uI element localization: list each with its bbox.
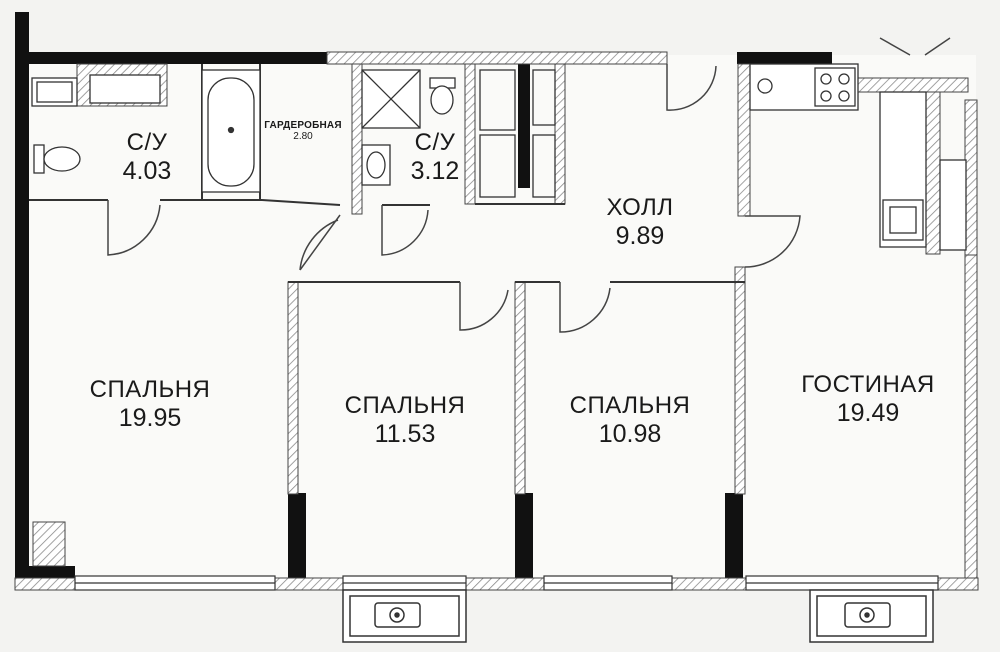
sink-icon xyxy=(361,144,391,186)
kitchen-right-col xyxy=(925,91,941,255)
pillar-hall xyxy=(518,55,530,188)
right-wall xyxy=(964,254,978,581)
pillar-2 xyxy=(515,493,533,579)
room-label-dressing: ГАРДЕРОБНАЯ 2.80 xyxy=(258,120,348,142)
room-name: СПАЛЬНЯ xyxy=(344,392,466,419)
room-label-wc1: С/У 4.03 xyxy=(92,129,202,185)
room-label-living: ГОСТИНАЯ 19.49 xyxy=(783,371,953,427)
closet-3 xyxy=(532,69,556,126)
bottom-sill-1 xyxy=(14,577,76,591)
room-name: СПАЛЬНЯ xyxy=(569,392,691,419)
toilet-icon-2 xyxy=(429,77,456,115)
room-label-bedroom3: СПАЛЬНЯ 10.98 xyxy=(555,392,705,448)
kitchen-partition xyxy=(737,63,751,217)
pillar-3 xyxy=(725,493,743,579)
room-area: 19.95 xyxy=(118,403,182,432)
windows xyxy=(74,575,939,591)
room-area: 10.98 xyxy=(598,419,662,448)
balcony-1 xyxy=(342,589,467,643)
bedroom-mid-wall xyxy=(514,281,526,495)
room-area: 4.03 xyxy=(122,156,172,185)
bedroom2-left xyxy=(287,281,299,495)
exterior-walls xyxy=(15,12,832,587)
wc1-shelf xyxy=(89,74,161,104)
closet-wall xyxy=(554,63,566,205)
room-name: С/У xyxy=(414,129,456,156)
stove-icon xyxy=(814,67,856,107)
top-wall-left xyxy=(15,52,327,64)
balcony-2 xyxy=(809,589,934,643)
closet-2 xyxy=(479,134,516,198)
living-left-wall xyxy=(734,266,746,495)
top-hatched xyxy=(326,51,668,65)
kitchen-sink-side xyxy=(882,199,924,241)
room-area: 9.89 xyxy=(615,221,665,250)
toilet-icon xyxy=(33,144,81,174)
top-wall-right xyxy=(737,52,832,64)
room-name: ГОСТИНАЯ xyxy=(801,371,935,398)
fridge xyxy=(939,159,967,251)
pillar-left-bottom xyxy=(15,566,75,580)
room-area: 2.80 xyxy=(293,131,313,143)
doors xyxy=(107,37,951,333)
room-label-bedroom2: СПАЛЬНЯ 11.53 xyxy=(330,392,480,448)
room-name: ГАРДЕРОБНАЯ xyxy=(264,120,342,131)
shower-icon xyxy=(361,69,421,129)
bottom-sill-3 xyxy=(465,577,545,591)
balconies xyxy=(342,589,934,643)
closet-1 xyxy=(479,69,516,131)
floor-area xyxy=(28,55,976,590)
bath-wall xyxy=(464,63,476,205)
bottom-sill-2 xyxy=(274,577,344,591)
bathtub-icon xyxy=(201,69,261,193)
pillar-1 xyxy=(288,493,306,579)
bottom-sill-5 xyxy=(937,577,979,591)
room-area: 11.53 xyxy=(374,419,436,448)
room-name: СПАЛЬНЯ xyxy=(89,376,211,403)
room-name: ХОЛЛ xyxy=(606,194,674,221)
bottom-sill-4 xyxy=(671,577,747,591)
room-area: 3.12 xyxy=(410,156,460,185)
room-label-bedroom1: СПАЛЬНЯ 19.95 xyxy=(75,376,225,432)
wc1-sink-counter xyxy=(31,77,78,107)
right-wall-top xyxy=(964,99,978,256)
wc2-left xyxy=(351,63,363,215)
kitchen-right-top xyxy=(857,77,969,93)
sink-kitchen-icon xyxy=(757,78,773,94)
room-area: 19.49 xyxy=(836,398,900,427)
closet-4 xyxy=(532,134,556,198)
left-wall xyxy=(15,12,29,587)
corner-bottom-left xyxy=(32,521,66,567)
room-label-hall: ХОЛЛ 9.89 xyxy=(580,194,700,250)
room-name: С/У xyxy=(126,129,168,156)
room-label-wc2: С/У 3.12 xyxy=(380,129,490,185)
fixtures xyxy=(31,63,967,251)
